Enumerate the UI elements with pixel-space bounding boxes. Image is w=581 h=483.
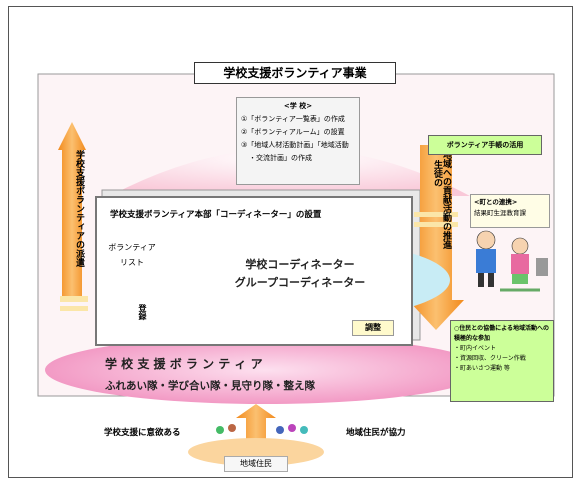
right-stripe-2	[414, 222, 458, 227]
school-item-3: ③「地域人材活動計画」「地域活動	[241, 141, 349, 149]
collab-item-1: ・町内イベント	[454, 345, 497, 352]
town-box-title: <町との連携>	[474, 198, 518, 206]
school-item-1: ①「ボランティア一覧表」の作成	[241, 115, 345, 123]
left-stripe-2	[60, 306, 88, 311]
children-illustration	[476, 230, 548, 292]
volunteer-list-label: ボランティア リスト	[104, 240, 160, 270]
school-item-4: ・交流計画」の作成	[249, 154, 312, 162]
right-stripe-1	[414, 212, 458, 217]
list-label-line-2: リスト	[120, 258, 144, 267]
coordinator-text: 学校コーディネーター グループコーディネーター	[180, 256, 420, 292]
right-arrow-label-1: 生徒の	[432, 160, 442, 187]
left-arrow-label: 学校支援ボランティアの派遣	[74, 150, 84, 267]
school-box: <学 校> ①「ボランティア一覧表」の作成 ②「ボランティアルーム」の設置 ③「…	[236, 97, 360, 185]
right-arrow-label-2: 地域への貢献活動の推進	[441, 150, 451, 249]
main-title: 学校支援ボランティア事業	[194, 62, 396, 84]
school-item-2: ②「ボランティアルーム」の設置	[241, 128, 345, 136]
volunteer-title: 学 校 支 援 ボ ラ ン テ ィ ア	[105, 357, 263, 371]
town-cooperation-box: <町との連携> 結果町生涯教育課	[470, 194, 550, 228]
volunteer-ellipse	[45, 336, 485, 404]
volunteer-subtitle: ふれあい隊・学び合い隊・見守り隊・整え隊	[105, 380, 315, 392]
volunteer-ellipse-text: 学 校 支 援 ボ ラ ン テ ィ ア ふれあい隊・学び合い隊・見守り隊・整え隊	[105, 355, 425, 393]
collab-item-2: ・資源回収、クリーン作戦	[454, 355, 526, 362]
town-box-body: 結果町生涯教育課	[474, 209, 526, 217]
resident-label: 地域住民	[224, 456, 288, 472]
left-stripe-1	[60, 296, 88, 302]
school-box-title: <学 校>	[283, 102, 313, 110]
residents-illustration	[216, 424, 308, 434]
left-arrow	[58, 122, 86, 300]
collab-item-3: ・町あいさつ運動 等	[454, 365, 510, 372]
group-coordinator: グループコーディネーター	[234, 276, 366, 289]
school-coordinator: 学校コーディネーター	[245, 258, 355, 271]
registration-label: 登録	[138, 304, 147, 320]
resident-collaboration-box: ○住民との協働による地域活動への積極的な参加 ・町内イベント ・資源回収、クリー…	[450, 320, 554, 402]
bottom-left-text: 学校支援に意欲ある	[104, 428, 181, 438]
adjustment-label: 調整	[352, 320, 394, 336]
hq-title: 学校支援ボランティア本部「コーディネーター」の設置	[110, 210, 322, 220]
collab-title: ○住民との協働による地域活動への積極的な参加	[454, 325, 549, 342]
hq-box	[95, 196, 413, 346]
volunteer-handbook-box: ボランティア手帳の活用	[428, 135, 542, 155]
resident-arrow	[236, 404, 276, 440]
bottom-right-text: 地域住民が協力	[346, 428, 406, 438]
list-label-line-1: ボランティア	[108, 243, 156, 252]
resident-blob	[188, 438, 324, 466]
